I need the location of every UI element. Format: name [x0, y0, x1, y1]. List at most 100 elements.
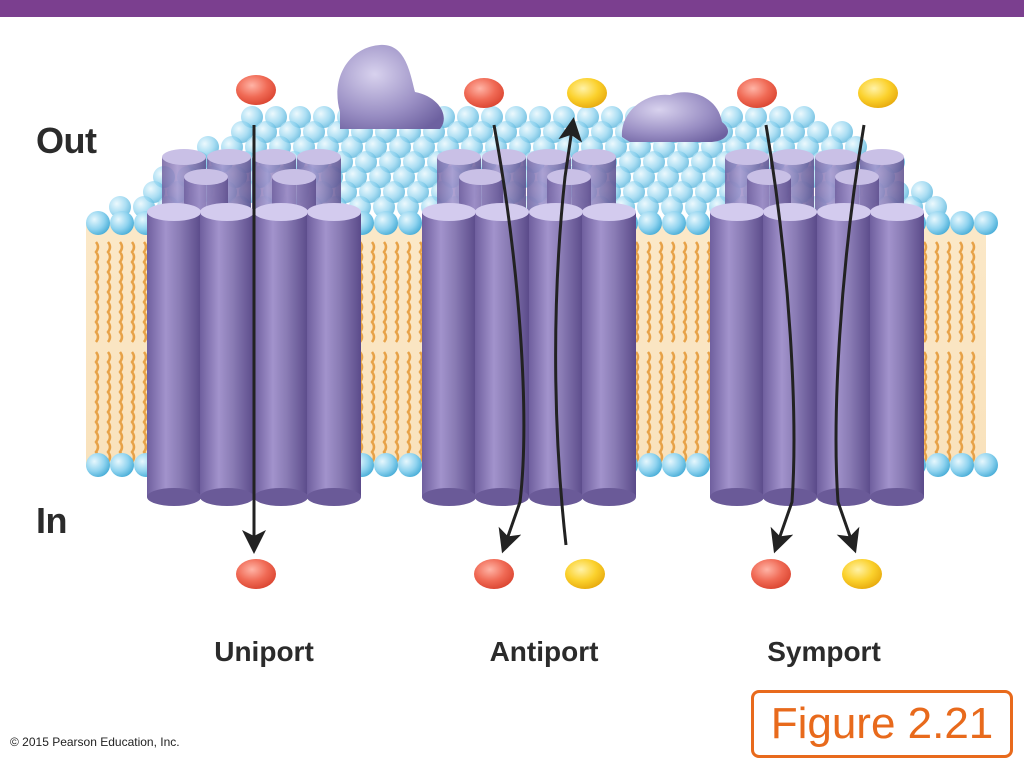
- symport-label: Symport: [767, 636, 881, 667]
- lipid-tail: [394, 351, 400, 463]
- protein-subunit-top: [582, 203, 636, 221]
- protein-subunit-top: [482, 149, 526, 165]
- protein-subunit-top: [547, 169, 591, 185]
- lipid-tail: [946, 351, 952, 463]
- protein-subunit-bottom: [763, 488, 817, 506]
- lipid-tail: [958, 241, 964, 343]
- phospholipid-head: [686, 453, 710, 477]
- protein-subunit-bottom: [710, 488, 764, 506]
- protein-subunit-top: [475, 203, 529, 221]
- protein-subunit-top: [529, 203, 583, 221]
- lipid-tail: [694, 241, 700, 343]
- protein-subunit: [307, 212, 361, 497]
- protein-subunit-top: [272, 169, 316, 185]
- protein-subunit-top: [710, 203, 764, 221]
- molecule-red: [737, 78, 777, 108]
- molecule-red: [464, 78, 504, 108]
- lipid-tail: [694, 351, 700, 463]
- lipid-tail: [682, 241, 688, 343]
- lipid-tail: [94, 241, 100, 343]
- protein-subunit-top: [307, 203, 361, 221]
- protein-subunit: [254, 212, 308, 497]
- inside-label: In: [36, 500, 68, 541]
- lipid-tail: [634, 351, 640, 463]
- protein-subunit: [200, 212, 254, 497]
- lipid-tail: [922, 351, 928, 463]
- molecule-red: [751, 559, 791, 589]
- protein-subunit-top: [770, 149, 814, 165]
- lipid-tail: [706, 241, 712, 343]
- protein-subunit-bottom: [817, 488, 871, 506]
- molecule-yellow: [842, 559, 882, 589]
- phospholipid-head: [374, 453, 398, 477]
- lipid-tail: [958, 351, 964, 463]
- extracellular-protein-2: [621, 92, 729, 142]
- outside-label: Out: [36, 120, 97, 161]
- extracellular-protein-1: [337, 44, 444, 129]
- lipid-tail: [670, 351, 676, 463]
- lipid-tail: [934, 241, 940, 343]
- phospholipid-head: [686, 211, 710, 235]
- figure-label: Figure 2.21: [770, 699, 994, 748]
- protein-subunit-bottom: [870, 488, 924, 506]
- protein-subunit-top: [572, 149, 616, 165]
- lipid-tail: [682, 351, 688, 463]
- protein-subunit: [870, 212, 924, 497]
- lipid-tail: [658, 241, 664, 343]
- lipid-tail: [934, 351, 940, 463]
- figure-label-box: Figure 2.21: [751, 690, 1013, 758]
- phospholipid-head: [398, 211, 422, 235]
- protein-subunit-top: [162, 149, 206, 165]
- molecule-red: [474, 559, 514, 589]
- phospholipid-head: [638, 211, 662, 235]
- protein-subunit-bottom: [147, 488, 201, 506]
- phospholipid-head: [926, 211, 950, 235]
- phospholipid-head: [374, 211, 398, 235]
- phospholipid-head: [974, 211, 998, 235]
- antiport-protein: [422, 149, 636, 506]
- protein-subunit-top: [459, 169, 503, 185]
- lipid-tail: [130, 351, 136, 463]
- lipid-tail: [382, 351, 388, 463]
- lipid-tail: [406, 351, 412, 463]
- phospholipid-head: [110, 453, 134, 477]
- header-bar: [0, 0, 1024, 17]
- copyright-notice: © 2015 Pearson Education, Inc.: [10, 735, 180, 749]
- transport-arrows: [242, 117, 866, 554]
- symport-arrow-yellow: [834, 124, 866, 554]
- lipid-tail: [106, 351, 112, 463]
- molecule-yellow: [858, 78, 898, 108]
- molecule-yellow: [567, 78, 607, 108]
- lipid-tail: [394, 241, 400, 343]
- lipid-tail: [370, 351, 376, 463]
- molecule-red: [236, 75, 276, 105]
- lipid-tail: [382, 241, 388, 343]
- lipid-tail: [406, 241, 412, 343]
- protein-subunit-top: [870, 203, 924, 221]
- protein-subunit: [582, 212, 636, 497]
- protein-subunit-top: [184, 169, 228, 185]
- lipid-tail: [130, 241, 136, 343]
- phospholipid-head: [950, 211, 974, 235]
- protein-subunit-top: [437, 149, 481, 165]
- symport-protein: [710, 149, 924, 506]
- phospholipid-head: [398, 453, 422, 477]
- protein-subunit-top: [252, 149, 296, 165]
- protein-subunit-bottom: [475, 488, 529, 506]
- protein-subunit-bottom: [582, 488, 636, 506]
- protein-subunit-top: [860, 149, 904, 165]
- lipid-tail: [94, 351, 100, 463]
- phospholipid-head: [110, 211, 134, 235]
- lipid-tail: [646, 241, 652, 343]
- lipid-tail: [118, 241, 124, 343]
- protein-subunit-bottom: [307, 488, 361, 506]
- lipid-tail: [142, 351, 148, 463]
- antiport-arrow-out: [554, 117, 583, 546]
- lipid-tail: [658, 351, 664, 463]
- protein-subunit-top: [725, 149, 769, 165]
- phospholipid-head: [926, 453, 950, 477]
- solute-molecules: [236, 75, 898, 589]
- phospholipid-head: [950, 453, 974, 477]
- protein-subunit-bottom: [529, 488, 583, 506]
- lipid-tail: [946, 241, 952, 343]
